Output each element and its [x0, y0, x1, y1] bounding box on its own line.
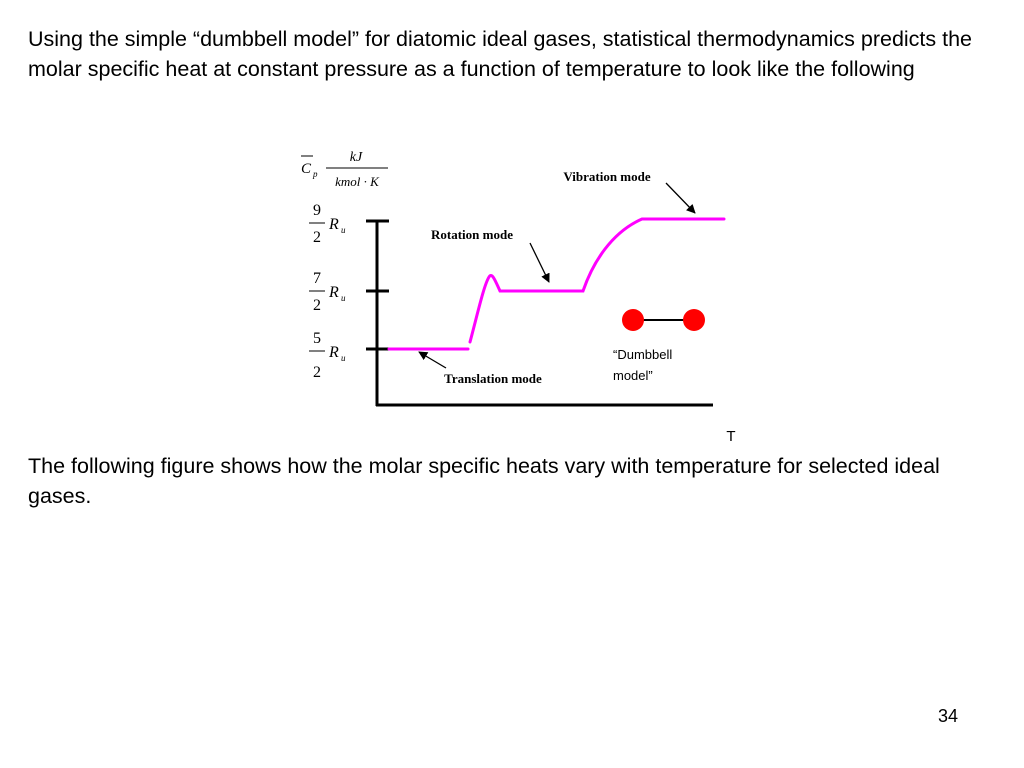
tick-subscript: u	[341, 353, 346, 363]
x-axis-label: T	[726, 428, 735, 445]
cp-curve	[387, 217, 726, 351]
tick-symbol: R	[328, 344, 339, 361]
y-axis-label: C p kJ kmol · K	[301, 150, 388, 189]
rotation-mode-label: Rotation mode	[431, 227, 513, 242]
y-tick-7-2: 7 2 R u	[309, 270, 346, 314]
vibration-mode-label: Vibration mode	[563, 169, 650, 184]
tick-numerator: 9	[313, 202, 321, 219]
tick-denominator: 2	[313, 229, 321, 246]
tick-denominator: 2	[313, 297, 321, 314]
tick-subscript: u	[341, 225, 346, 235]
page-number: 34	[938, 706, 959, 726]
translation-mode-label: Translation mode	[444, 371, 542, 386]
unit-denominator: kmol · K	[335, 174, 380, 189]
y-tick-9-2: 9 2 R u	[309, 202, 346, 246]
translation-arrow	[418, 351, 447, 369]
paragraph-intro: Using the simple “dumbbell model” for di…	[28, 27, 973, 81]
y-tick-5-2: 5 2 R u	[309, 330, 346, 381]
dumbbell-label-line-1: “Dumbbell	[613, 347, 672, 362]
dumbbell-model: “Dumbbell model”	[613, 309, 705, 383]
dumbbell-label-line-2: model”	[613, 368, 653, 383]
tick-symbol: R	[328, 284, 339, 301]
unit-numerator: kJ	[350, 150, 363, 165]
cp-subscript: p	[312, 169, 318, 179]
paragraph-followup: The following figure shows how the molar…	[28, 454, 940, 508]
vibration-arrow	[665, 182, 696, 214]
rotation-arrow	[529, 242, 550, 283]
atom-right	[683, 309, 705, 331]
cp-symbol: C	[301, 161, 312, 177]
tick-numerator: 5	[313, 330, 321, 347]
tick-numerator: 7	[313, 270, 321, 287]
tick-subscript: u	[341, 293, 346, 303]
tick-symbol: R	[328, 216, 339, 233]
tick-denominator: 2	[313, 364, 321, 381]
atom-left	[622, 309, 644, 331]
